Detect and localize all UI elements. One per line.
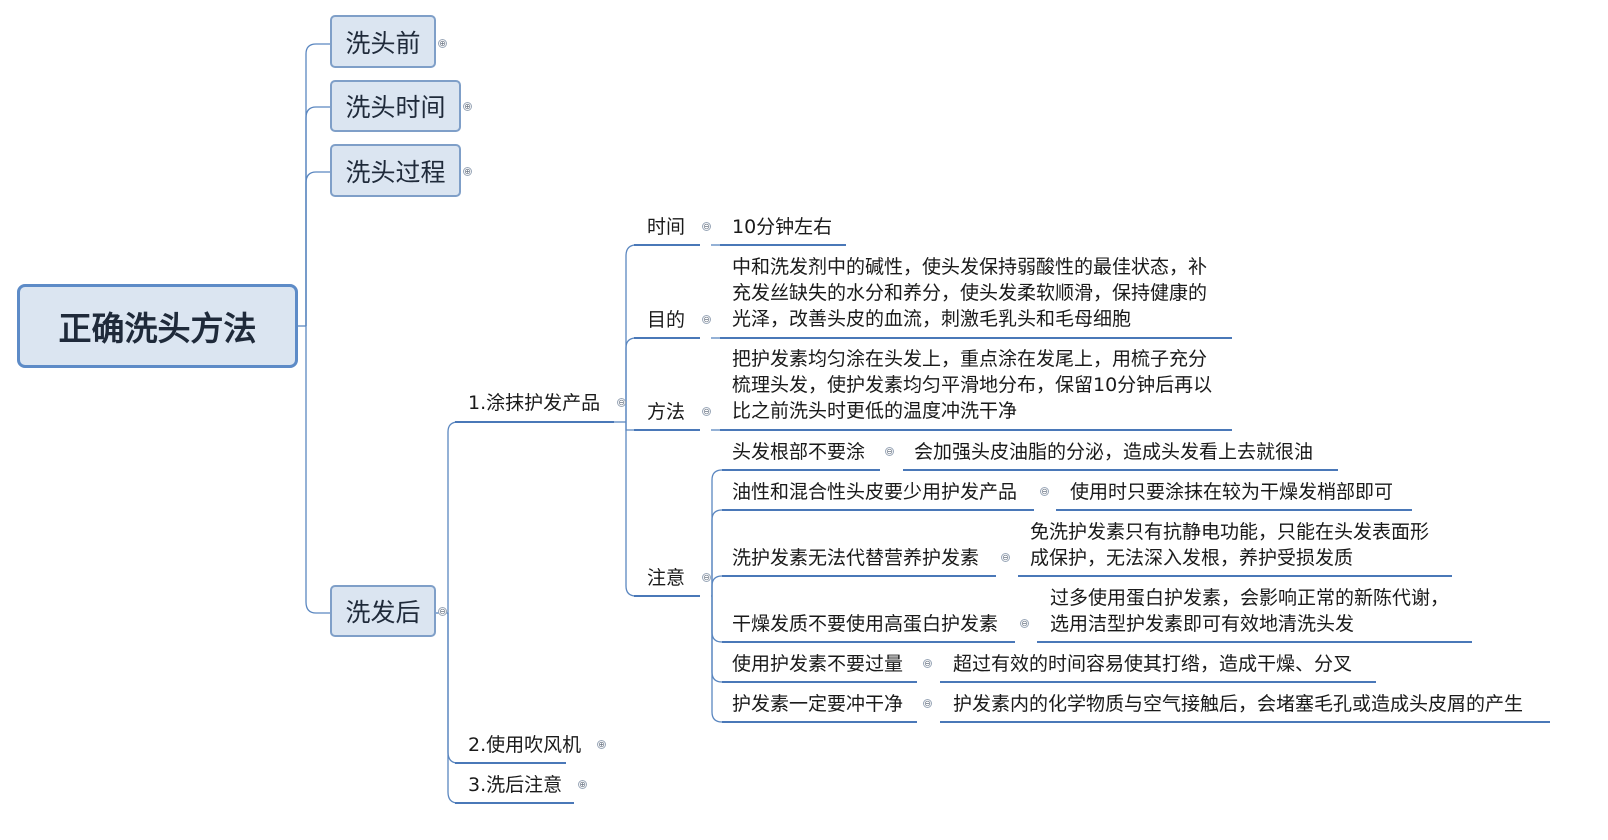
subtopic-method[interactable]: 方法 — [647, 401, 686, 423]
expand-toggle-icon[interactable]: ⊕ — [578, 780, 587, 789]
note-detail[interactable]: 选用洁型护发素即可有效地清洗头发 — [1050, 613, 1355, 635]
collapse-toggle-icon[interactable]: ⊖ — [702, 315, 711, 324]
collapse-toggle-icon[interactable]: ⊖ — [885, 447, 894, 456]
detail-method-line[interactable]: 把护发素均匀涂在头发上，重点涂在发尾上，用梳子充分 — [732, 348, 1208, 370]
detail-method-line[interactable]: 比之前洗头时更低的温度冲洗干净 — [732, 400, 1018, 422]
note-item[interactable]: 使用护发素不要过量 — [732, 653, 904, 675]
note-detail[interactable]: 会加强头皮油脂的分泌，造成头发看上去就很油 — [914, 441, 1314, 463]
expand-toggle-icon[interactable]: ⊕ — [463, 102, 472, 111]
note-detail[interactable]: 使用时只要涂抹在较为干燥发梢部即可 — [1070, 481, 1394, 503]
branch-post-wash-notes[interactable]: 3.洗后注意 — [468, 774, 563, 796]
collapse-toggle-icon[interactable]: ⊖ — [702, 407, 711, 416]
topic-after-wash[interactable]: 洗发后 — [330, 585, 436, 637]
subtopic-purpose[interactable]: 目的 — [647, 309, 686, 331]
note-detail[interactable]: 成保护，无法深入发根，养护受损发质 — [1030, 547, 1354, 569]
collapse-toggle-icon[interactable]: ⊖ — [1040, 487, 1049, 496]
subtopic-notes[interactable]: 注意 — [647, 567, 686, 589]
collapse-toggle-icon[interactable]: ⊖ — [923, 659, 932, 668]
branch-apply-product[interactable]: 1.涂抹护发产品 — [468, 392, 601, 414]
note-detail[interactable]: 护发素内的化学物质与空气接触后，会堵塞毛孔或造成头皮屑的产生 — [953, 693, 1524, 715]
root-topic[interactable]: 正确洗头方法 — [17, 284, 298, 368]
collapse-toggle-icon[interactable]: ⊖ — [1020, 619, 1029, 628]
detail-time[interactable]: 10分钟左右 — [732, 216, 833, 238]
expand-toggle-icon[interactable]: ⊕ — [438, 39, 447, 48]
expand-toggle-icon[interactable]: ⊕ — [597, 740, 606, 749]
topic-wash-process[interactable]: 洗头过程 — [330, 144, 461, 197]
note-item[interactable]: 洗护发素无法代替营养护发素 — [732, 547, 980, 569]
note-detail[interactable]: 过多使用蛋白护发素，会影响正常的新陈代谢， — [1050, 587, 1450, 609]
collapse-toggle-icon[interactable]: ⊖ — [617, 398, 626, 407]
subtopic-time[interactable]: 时间 — [647, 216, 686, 238]
collapse-toggle-icon[interactable]: ⊖ — [923, 699, 932, 708]
note-item[interactable]: 头发根部不要涂 — [732, 441, 866, 463]
note-detail[interactable]: 免洗护发素只有抗静电功能，只能在头发表面形 — [1030, 521, 1430, 543]
detail-purpose-line[interactable]: 光泽，改善头皮的血流，刺激毛乳头和毛母细胞 — [732, 308, 1132, 330]
topic-before-wash[interactable]: 洗头前 — [330, 15, 436, 68]
note-item[interactable]: 干燥发质不要使用高蛋白护发素 — [732, 613, 999, 635]
collapse-toggle-icon[interactable]: ⊖ — [438, 607, 447, 616]
topic-wash-time[interactable]: 洗头时间 — [330, 80, 461, 132]
collapse-toggle-icon[interactable]: ⊖ — [702, 573, 711, 582]
detail-purpose-line[interactable]: 中和洗发剂中的碱性，使头发保持弱酸性的最佳状态，补 — [732, 256, 1208, 278]
detail-method-line[interactable]: 梳理头发，使护发素均匀平滑地分布，保留10分钟后再以 — [732, 374, 1213, 396]
collapse-toggle-icon[interactable]: ⊖ — [702, 222, 711, 231]
expand-toggle-icon[interactable]: ⊕ — [463, 167, 472, 176]
branch-hair-dryer[interactable]: 2.使用吹风机 — [468, 734, 582, 756]
note-item[interactable]: 护发素一定要冲干净 — [732, 693, 904, 715]
note-detail[interactable]: 超过有效的时间容易使其打绺，造成干燥、分叉 — [953, 653, 1353, 675]
note-item[interactable]: 油性和混合性头皮要少用护发产品 — [732, 481, 1018, 503]
detail-purpose-line[interactable]: 充发丝缺失的水分和养分，使头发柔软顺滑，保持健康的 — [732, 282, 1208, 304]
collapse-toggle-icon[interactable]: ⊖ — [1001, 553, 1010, 562]
